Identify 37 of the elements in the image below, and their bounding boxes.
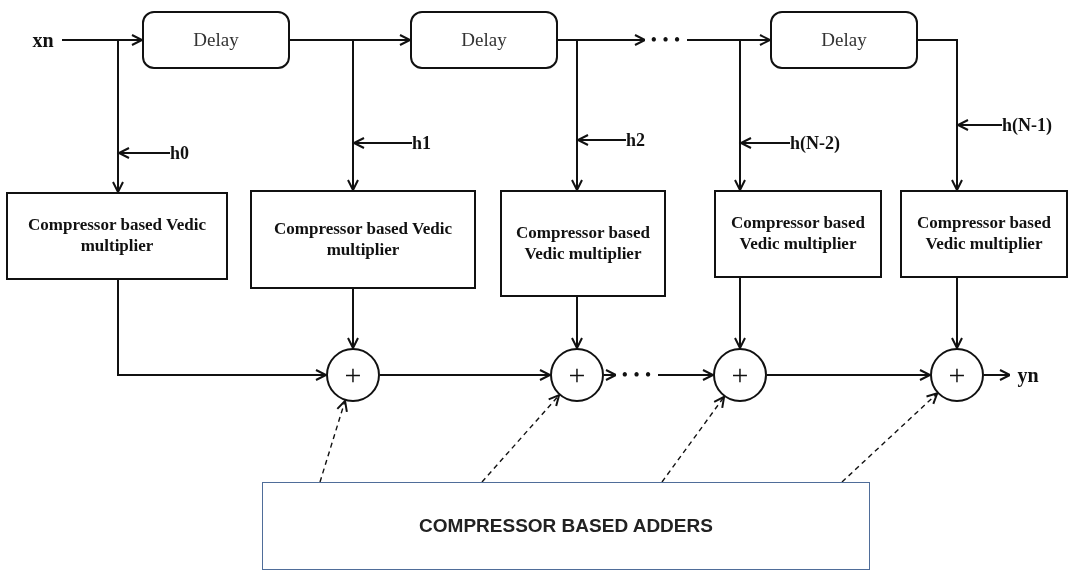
adder-circle: + [550, 348, 604, 402]
adder-circle: + [930, 348, 984, 402]
arrow [951, 277, 963, 349]
adder-circle: + [326, 348, 380, 402]
dashed-arrow [319, 399, 348, 483]
multiplier-block: Compressor based Vedic multiplier [500, 190, 666, 297]
multiplier-block: Compressor based Vedic multiplier [250, 190, 476, 289]
arrow [117, 279, 327, 381]
adder-circle: + [713, 348, 767, 402]
arrow [118, 147, 171, 159]
arrow [61, 39, 124, 193]
arrow [917, 39, 963, 191]
arrow [686, 39, 746, 191]
arrow [571, 296, 583, 349]
arrow [577, 134, 627, 146]
adder-bank-box: COMPRESSOR BASED ADDERS [262, 482, 870, 570]
arrow [347, 288, 359, 349]
dashed-arrow [661, 395, 726, 483]
arrow [379, 369, 551, 381]
arrow [603, 369, 617, 381]
arrow [289, 39, 359, 191]
delay-block: Delay [770, 11, 918, 69]
arrow [557, 39, 583, 191]
multiplier-block: Compressor based Vedic multiplier [900, 190, 1068, 278]
arrow [740, 137, 791, 149]
arrow [983, 369, 1011, 381]
multiplier-block: Compressor based Vedic multiplier [6, 192, 228, 280]
arrow [734, 277, 746, 349]
delay-block: Delay [410, 11, 558, 69]
arrow [657, 369, 714, 381]
arrow [957, 119, 1003, 131]
multiplier-block: Compressor based Vedic multiplier [714, 190, 882, 278]
arrow [766, 369, 931, 381]
delay-block: Delay [142, 11, 290, 69]
dashed-arrow [481, 394, 561, 483]
dashed-arrow [841, 392, 939, 483]
arrow [353, 137, 413, 149]
